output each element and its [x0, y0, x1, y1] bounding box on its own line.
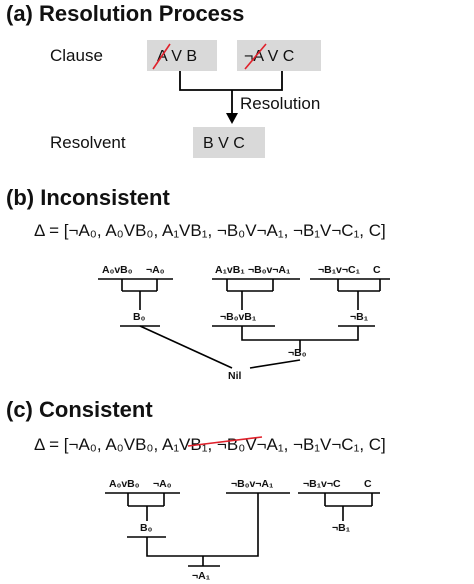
b-leaf-5: ¬B₁v¬C₁: [318, 264, 360, 276]
clause-2: ¬A V C: [244, 48, 294, 65]
b-leaf-4: ¬B₀v¬A₁: [248, 264, 290, 276]
b-leaf-3: A₁vB₁: [215, 264, 245, 276]
b-leaf-6: C: [373, 264, 381, 276]
b-resolvent-1: B₀: [133, 311, 146, 323]
c-leaf-5: C: [364, 478, 372, 490]
c-leaf-1: A₀vB₀: [109, 478, 140, 490]
c-resolvent-2: ¬B₁: [332, 522, 350, 534]
panel-b: (b) Inconsistent Δ = [¬A₀, A₀VB₀, A₁VB₁,…: [6, 185, 390, 382]
b-edge-right: [249, 359, 301, 369]
b-bracket-2: [226, 279, 274, 310]
b-root: Nil: [228, 370, 242, 382]
clause-2-box: [237, 40, 321, 71]
panel-c-formula-post: ¬B₀V¬A₁, ¬B₁V¬C₁, C]: [212, 435, 386, 454]
c-resolvent-1: B₀: [140, 522, 153, 534]
c-leaf-4: ¬B₁v¬C: [303, 478, 341, 490]
panel-c-strike: [187, 436, 263, 447]
clause-2-strike: [244, 43, 267, 70]
panel-b-formula: Δ = [¬A₀, A₀VB₀, A₁VB₁, ¬B₀V¬A₁, ¬B₁V¬C₁…: [34, 221, 386, 240]
c-root: ¬A₁: [192, 570, 210, 582]
resolvent-label: Resolvent: [50, 133, 126, 152]
resolution-arrowhead: [226, 113, 238, 124]
b-leaf-1: A₀vB₀: [102, 264, 133, 276]
resolution-bracket: [179, 71, 283, 91]
b-bracket-3: [337, 279, 381, 310]
panel-b-heading: (b) Inconsistent: [6, 185, 170, 210]
c-bracket-1: [127, 493, 165, 521]
resolvent: B V C: [203, 135, 245, 152]
b-resolvent-2: ¬B₀vB₁: [220, 311, 256, 323]
c-leaf-3: ¬B₀v¬A₁: [231, 478, 273, 490]
panel-a: (a) Resolution Process Clause A V B ¬A V…: [6, 1, 321, 158]
clause-1-box: [147, 40, 217, 71]
c-leaf-2: ¬A₀: [153, 478, 172, 490]
panel-c-formula: Δ = [¬A₀, A₀VB₀, A₁VB₁, ¬B₀V¬A₁, ¬B₁V¬C₁…: [34, 435, 386, 454]
panel-a-heading: (a) Resolution Process: [6, 1, 244, 26]
c-bracket-2: [324, 493, 373, 521]
panel-c-heading: (c) Consistent: [6, 397, 153, 422]
b-edge-left: [139, 325, 233, 369]
c-bracket-3: [146, 493, 259, 566]
panel-c-formula-pre: Δ = [¬A₀, A₀VB₀,: [34, 435, 162, 454]
clause-1: A V B: [157, 48, 197, 65]
resolution-label: Resolution: [240, 94, 320, 113]
clause-1-strike: [152, 43, 171, 70]
b-resolvent-3: ¬B₁: [350, 311, 368, 323]
b-resolvent-4: ¬B₀: [288, 347, 307, 359]
b-leaf-2: ¬A₀: [146, 264, 165, 276]
clause-label: Clause: [50, 46, 103, 65]
b-bracket-4: [241, 326, 359, 352]
b-bracket-1: [121, 279, 158, 310]
panel-c: (c) Consistent Δ = [¬A₀, A₀VB₀, A₁VB₁, ¬…: [6, 397, 386, 582]
resolvent-box: [193, 127, 265, 158]
panel-c-formula-struck: A₁VB₁,: [162, 435, 212, 454]
